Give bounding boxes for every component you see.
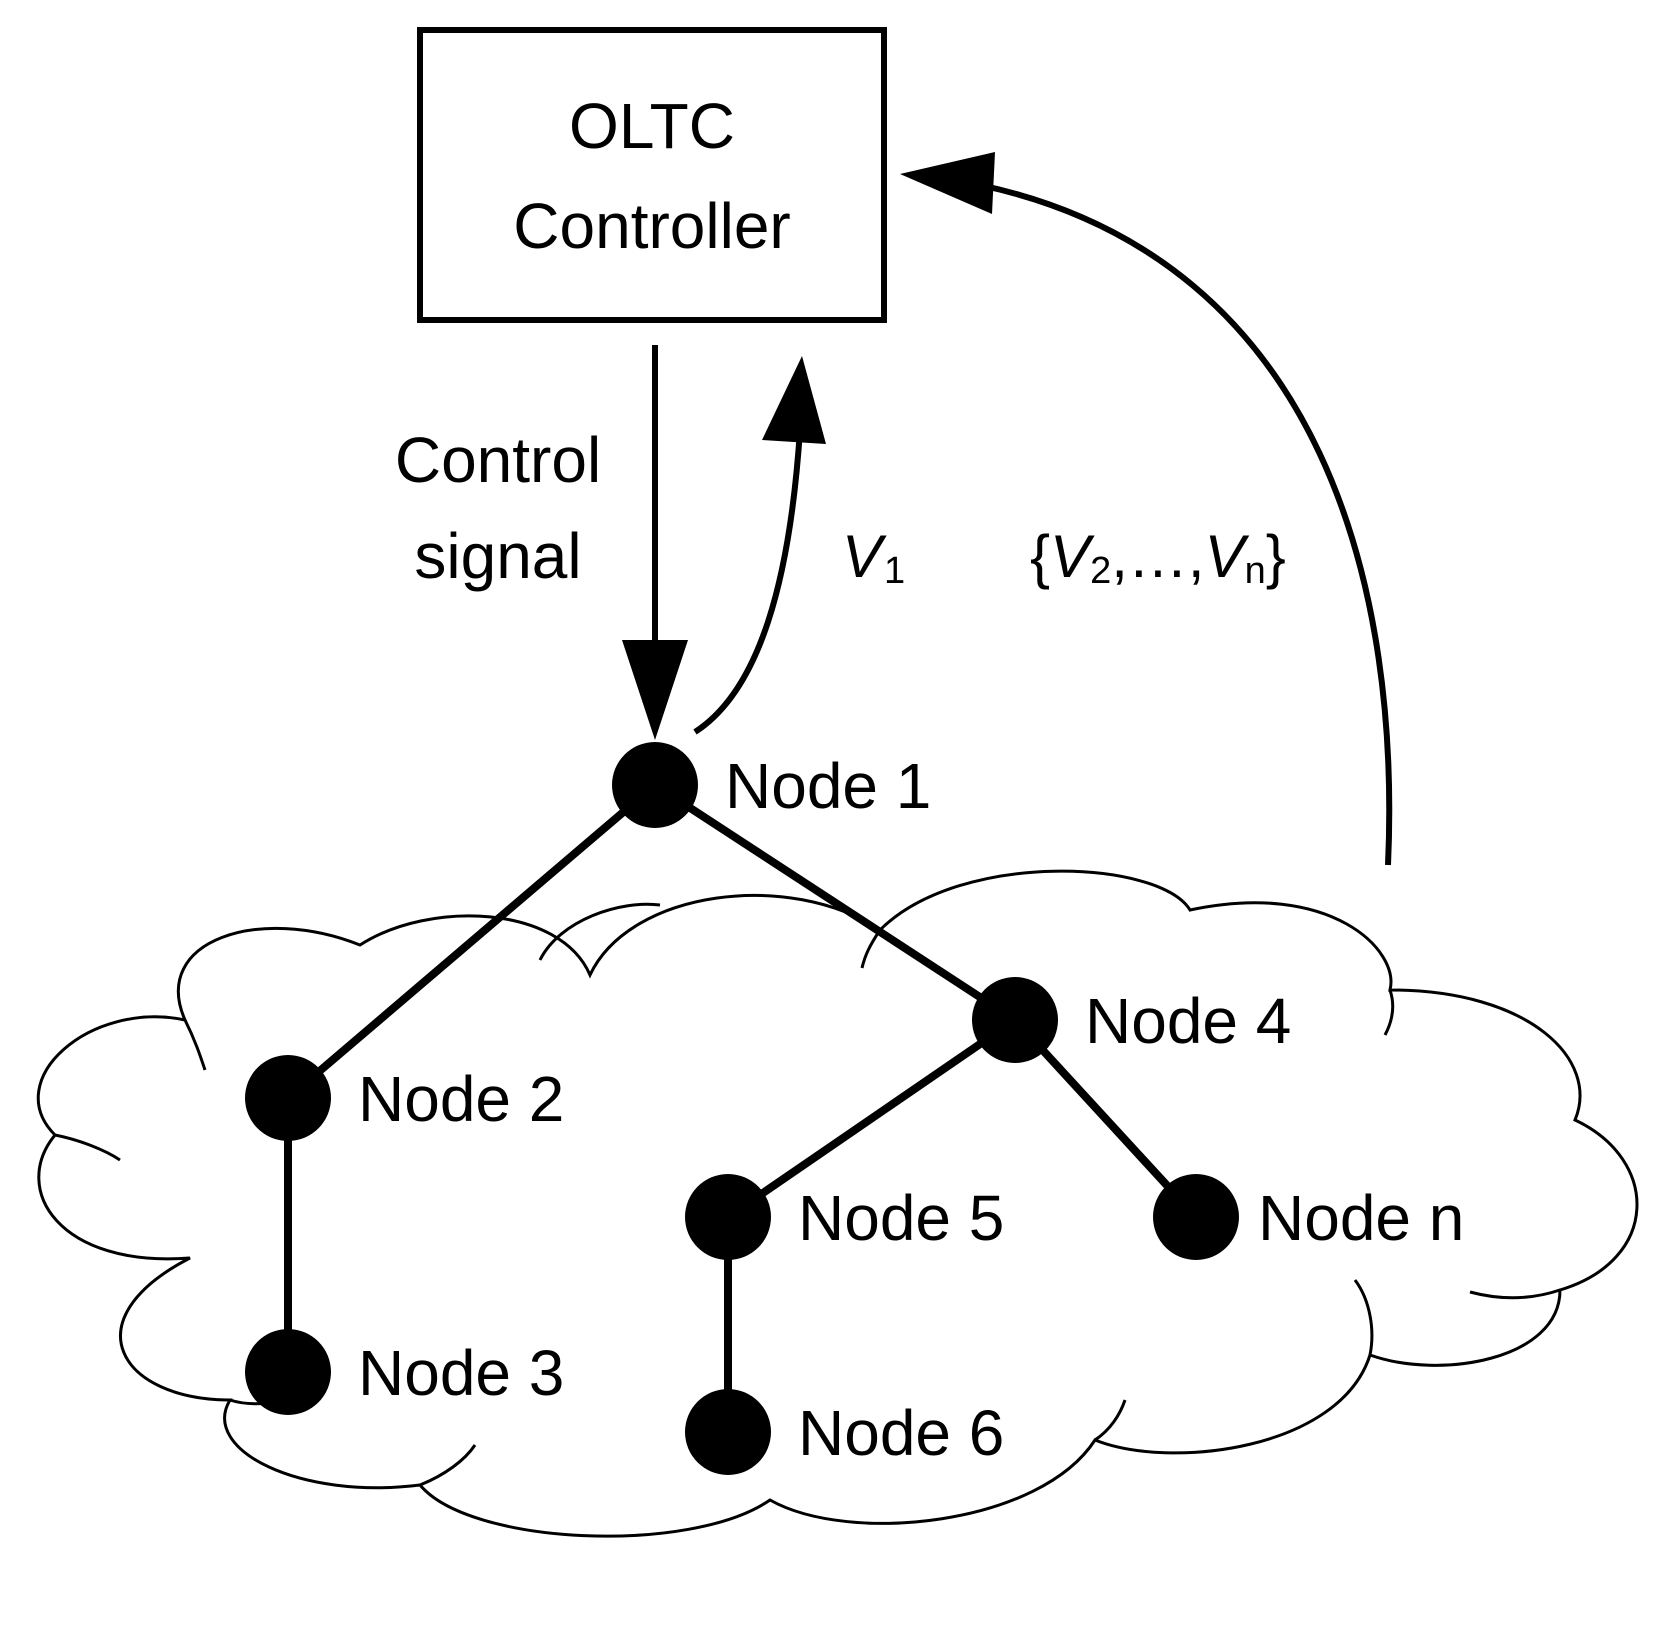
tree-edges (284, 781, 1200, 1436)
node-2-label: Node 2 (358, 1063, 564, 1135)
node-4: Node 4 (972, 977, 1291, 1063)
node-n: Node n (1153, 1174, 1464, 1260)
edge-node4-noden (1011, 1016, 1200, 1221)
voltage-set-symbol-b: V (1205, 523, 1250, 590)
node-2: Node 2 (245, 1055, 564, 1141)
v1-subscript: 1 (884, 550, 905, 592)
node-1: Node 1 (612, 742, 931, 828)
node-5-dot (685, 1174, 771, 1260)
node-3-dot (245, 1329, 331, 1415)
node-6-label: Node 6 (798, 1397, 1004, 1469)
voltage-set-middle: ,…, (1111, 523, 1204, 590)
control-signal-label-line1: Control (395, 424, 601, 496)
controller-label-line2: Controller (513, 190, 790, 262)
edge-node1-node2 (284, 781, 659, 1102)
oltc-controller-box: OLTC Controller (417, 27, 887, 323)
v1-symbol: V (842, 523, 887, 590)
node-3: Node 3 (245, 1329, 564, 1415)
node-n-label: Node n (1258, 1182, 1464, 1254)
edge-node4-node5 (724, 1016, 1019, 1221)
edge-node1-node4 (651, 781, 1019, 1024)
node-4-label: Node 4 (1085, 985, 1291, 1057)
voltage-set-close-brace: } (1266, 523, 1286, 590)
v1-feedback-arrow (693, 356, 826, 735)
voltage-set-label: {V2,…,Vn} (1030, 523, 1286, 592)
voltage-set-sub-a: 2 (1090, 550, 1111, 592)
node-6-dot (685, 1389, 771, 1475)
node-3-label: Node 3 (358, 1337, 564, 1409)
network-cloud (36, 869, 1639, 1538)
voltage-set-sub-b: n (1245, 550, 1266, 592)
node-5: Node 5 (685, 1174, 1004, 1260)
v1-label: V1 (842, 523, 905, 592)
control-signal-label-line2: signal (414, 520, 581, 592)
node-5-label: Node 5 (798, 1182, 1004, 1254)
node-n-dot (1153, 1174, 1239, 1260)
node-1-dot (612, 742, 698, 828)
node-6: Node 6 (685, 1389, 1004, 1475)
voltage-set-feedback-arrow (900, 152, 1393, 866)
node-2-dot (245, 1055, 331, 1141)
node-4-dot (972, 977, 1058, 1063)
voltage-set-open-brace: { (1030, 523, 1050, 590)
node-1-label: Node 1 (725, 750, 931, 822)
controller-label-line1: OLTC (569, 90, 735, 162)
control-signal-arrow (622, 345, 688, 740)
voltage-set-symbol-a: V (1050, 523, 1095, 590)
